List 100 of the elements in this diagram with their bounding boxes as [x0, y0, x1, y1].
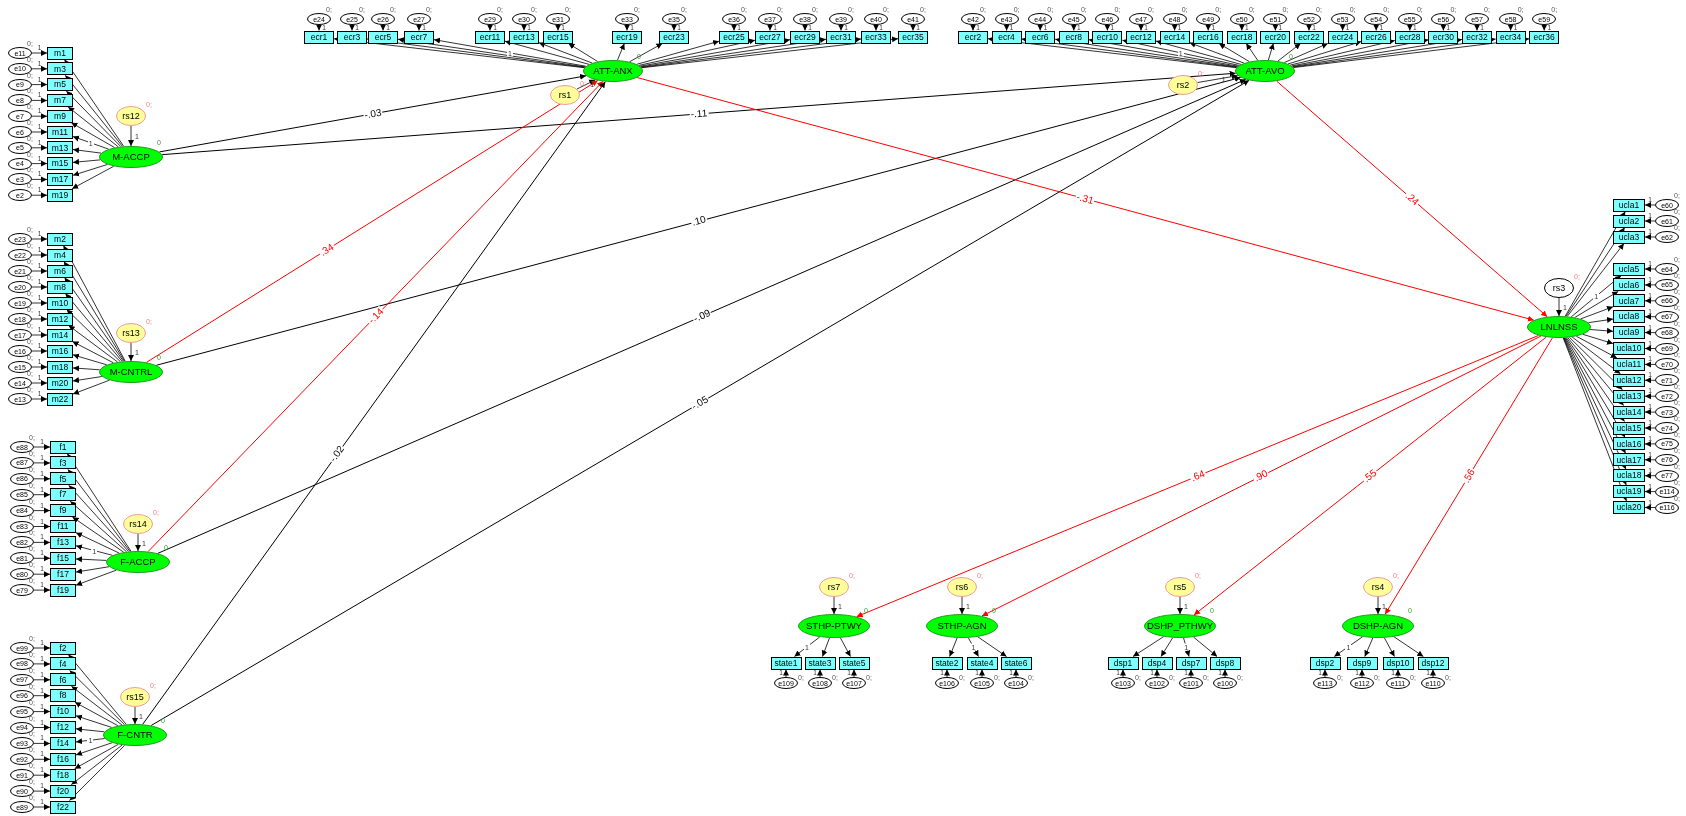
observed-variable-box: f13 — [50, 535, 76, 549]
arrow — [157, 78, 1247, 554]
observed-variable-box: dsp12 — [1417, 656, 1449, 670]
arrow — [1070, 24, 1077, 31]
observed-variable-box: f20 — [50, 784, 76, 798]
observed-variable-box: f15 — [50, 551, 76, 565]
edge-label: .90 — [1252, 468, 1271, 485]
observed-variable-box: dsp2 — [1309, 656, 1341, 670]
observed-variable-box: f16 — [50, 752, 76, 766]
residual-ellipse: rs5 — [1165, 577, 1195, 597]
latent-variable-ellipse: F-CNTR — [103, 724, 167, 746]
observed-variable-box: ucla2 — [1613, 214, 1645, 228]
latent-variable-ellipse: LNLNSS — [1527, 316, 1591, 338]
observed-variable-box: ucla17 — [1613, 453, 1645, 467]
observed-variable-box: m5 — [47, 78, 73, 92]
arrow — [1395, 669, 1401, 678]
latent-variable-ellipse: ATT-ANX — [583, 60, 643, 82]
residual-ellipse: rs12 — [116, 106, 146, 126]
edge-label: .55 — [1360, 467, 1380, 485]
observed-variable-box: ucla11 — [1613, 357, 1645, 371]
arrow — [1322, 669, 1328, 678]
observed-variable-box: ucla15 — [1613, 421, 1645, 435]
residual-ellipse: rs14 — [123, 514, 153, 534]
arrow — [147, 80, 604, 553]
arrow — [155, 76, 1242, 366]
observed-variable-box: state5 — [838, 656, 870, 670]
arrow — [1193, 336, 1547, 616]
observed-variable-box: m20 — [47, 376, 73, 390]
observed-variable-box: state2 — [931, 656, 963, 670]
observed-variable-box: state3 — [804, 656, 836, 670]
arrow — [487, 24, 493, 31]
arrow — [1474, 24, 1480, 31]
observed-variable-box: ecr1 — [304, 30, 334, 44]
observed-variable-box: m3 — [47, 62, 73, 76]
arrow — [1120, 669, 1126, 678]
arrow — [158, 73, 587, 153]
observed-variable-box: dsp7 — [1175, 656, 1207, 670]
observed-variable-box: f10 — [50, 705, 76, 719]
arrow — [981, 335, 1542, 617]
observed-variable-box: m7 — [47, 93, 73, 107]
arrow — [1339, 24, 1346, 31]
observed-variable-box: ucla10 — [1613, 342, 1645, 355]
observed-variable-box: ecr11 — [475, 30, 505, 44]
edge-label: -.03 — [362, 107, 384, 121]
arrow — [1003, 24, 1010, 31]
latent-variable-ellipse: F-ACCP — [106, 551, 170, 573]
residual-ellipse: rs15 — [120, 687, 150, 707]
observed-variable-box: dsp9 — [1346, 656, 1378, 670]
latent-variable-ellipse: M-CNTRL — [99, 361, 163, 383]
observed-variable-box: ecr29 — [790, 30, 820, 44]
residual-ellipse: rs2 — [1168, 75, 1198, 95]
arrow — [873, 24, 879, 31]
arrow — [1171, 24, 1178, 31]
arrow — [783, 669, 789, 678]
observed-variable-box: ucla14 — [1613, 405, 1645, 419]
observed-variable-box: ecr16 — [1193, 30, 1224, 44]
observed-variable-box: ucla1 — [1613, 198, 1645, 212]
observed-variable-box: ucla12 — [1613, 373, 1645, 387]
arrow — [767, 24, 773, 31]
edge-label: .10 — [689, 214, 708, 229]
observed-variable-box: m16 — [47, 344, 73, 358]
observed-variable-box: ecr6 — [1025, 30, 1056, 44]
observed-variable-box: state6 — [1000, 656, 1032, 670]
arrow — [145, 80, 599, 363]
arrow — [555, 24, 561, 31]
observed-variable-box: ecr30 — [1428, 30, 1459, 44]
observed-variable-box: ecr23 — [659, 30, 689, 44]
arrow — [1205, 24, 1212, 31]
arrow — [817, 669, 823, 678]
observed-variable-box: ucla19 — [1613, 485, 1645, 499]
observed-variable-box: f3 — [50, 456, 76, 470]
observed-variable-box: ecr35 — [898, 30, 928, 44]
observed-variable-box: ecr33 — [861, 30, 891, 44]
observed-variable-box: ecr31 — [826, 30, 856, 44]
observed-variable-box: f7 — [50, 488, 76, 502]
arrow — [1222, 669, 1228, 678]
arrow — [979, 669, 985, 678]
observed-variable-box: ucla9 — [1613, 326, 1645, 340]
arrow — [636, 77, 1535, 322]
observed-variable-box: dsp4 — [1141, 656, 1173, 670]
observed-variable-box: f1 — [50, 440, 76, 454]
observed-variable-box: m12 — [47, 312, 73, 326]
arrow — [1541, 24, 1548, 31]
observed-variable-box: ecr8 — [1058, 30, 1089, 44]
arrow — [970, 24, 976, 31]
residual-ellipse: rs7 — [819, 577, 849, 597]
arrow — [1037, 24, 1044, 31]
latent-variable-ellipse: STHP-PTWY — [798, 614, 870, 638]
arrow — [1430, 669, 1436, 678]
observed-variable-box: m17 — [47, 172, 73, 186]
arrow — [161, 70, 1237, 156]
observed-variable-box: m13 — [47, 141, 73, 155]
observed-variable-box: ucla5 — [1613, 262, 1645, 276]
observed-variable-box: m10 — [47, 296, 73, 310]
observed-variable-box: m2 — [47, 232, 73, 246]
observed-variable-box: ucla20 — [1613, 501, 1645, 514]
observed-variable-box: ecr14 — [1159, 30, 1190, 44]
arrow — [1440, 24, 1447, 31]
arrow — [380, 24, 386, 31]
observed-variable-box: ecr27 — [755, 30, 785, 44]
